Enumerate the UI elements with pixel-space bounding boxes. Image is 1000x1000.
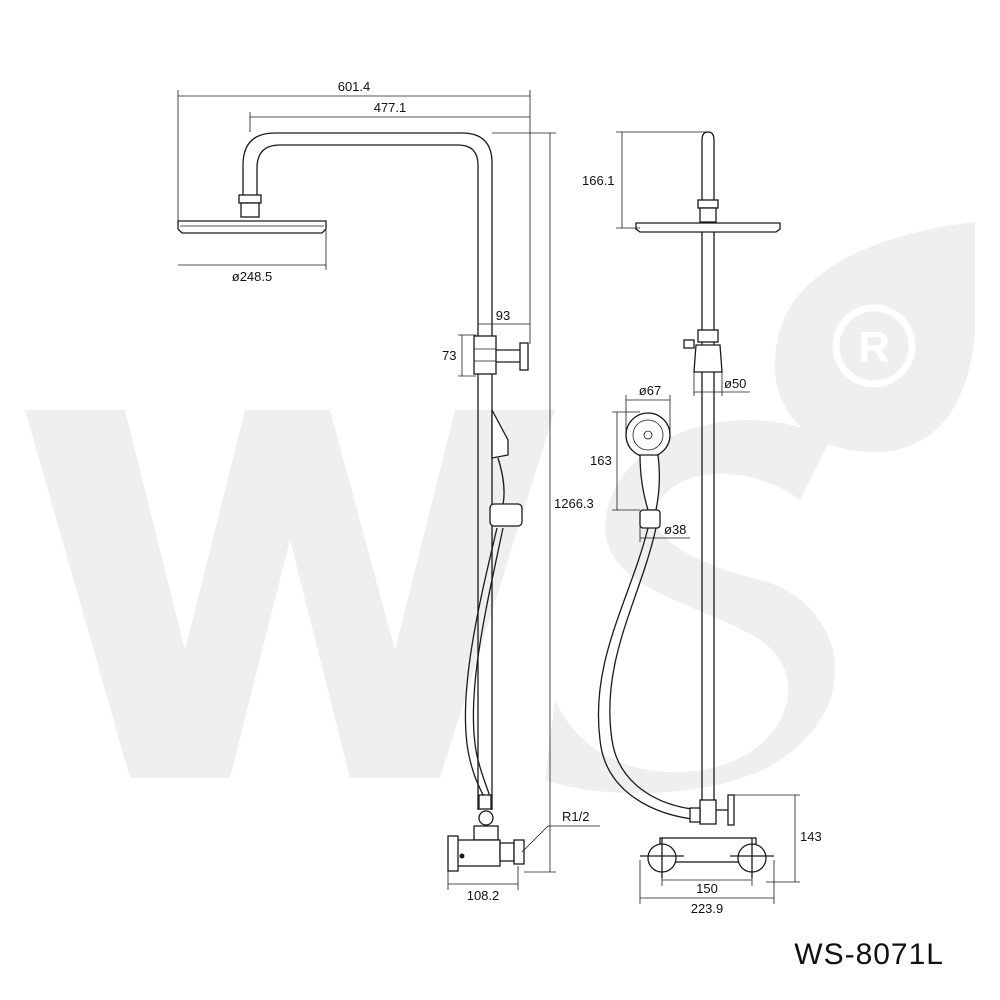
front-view: [597, 131, 781, 878]
dim-slide-diameter: ø50: [724, 376, 746, 391]
svg-text:R: R: [858, 323, 890, 372]
dim-hand-shower-diameter: ø67: [639, 383, 661, 398]
dim-arm-length: 477.1: [374, 100, 407, 115]
dim-holder-diameter: ø38: [664, 522, 686, 537]
dim-bracket-height: 73: [442, 348, 456, 363]
ws-watermark-logo: [25, 222, 975, 794]
side-view: [177, 132, 529, 872]
dim-hand-shower-length: 163: [590, 453, 612, 468]
dimension-lines: [177, 90, 800, 904]
dim-head-drop: 166.1: [582, 173, 615, 188]
model-number: WS-8071L: [794, 938, 944, 971]
dim-inlet-centers: 150: [696, 881, 718, 896]
dim-mixer-depth: 108.2: [467, 888, 500, 903]
dim-mixer-width: 223.9: [691, 901, 724, 916]
dim-bracket-offset: 93: [496, 308, 510, 323]
dim-overall-width: 601.4: [338, 79, 371, 94]
dim-overall-height: 1266.3: [554, 496, 594, 511]
dim-mixer-height: 143: [800, 829, 822, 844]
dim-inlet-thread: R1/2: [562, 809, 589, 824]
dim-head-diameter: ø248.5: [232, 269, 272, 284]
registered-mark-icon: R: [832, 304, 916, 388]
